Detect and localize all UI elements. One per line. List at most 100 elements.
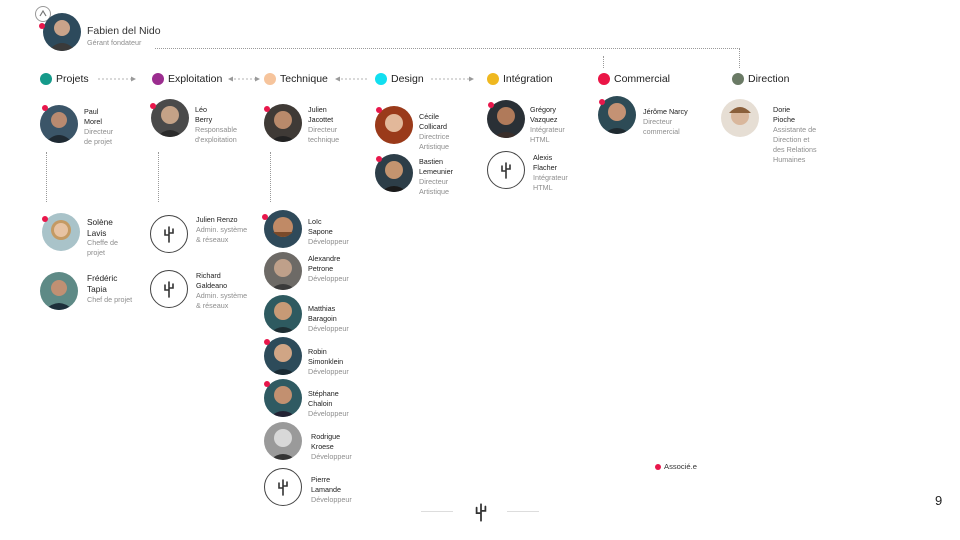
person-role: Développeur xyxy=(311,452,352,461)
person-name: Loïc Sapone xyxy=(308,217,333,236)
leo-avatar xyxy=(151,99,189,137)
connector-commercial xyxy=(603,56,604,68)
jerome-avatar xyxy=(598,96,636,134)
person-name: Rodrigue Kroese xyxy=(311,432,341,451)
design-dot-icon xyxy=(375,73,387,85)
person-role: Responsable d'exploitation xyxy=(195,125,237,144)
person-role: Développeur xyxy=(311,495,352,504)
person-name: Stéphane Chaloin xyxy=(308,389,339,408)
placeholder-avatar xyxy=(487,151,525,189)
person-name: Bastien Lemeunier xyxy=(419,157,453,176)
person-name: Jérôme Narcy xyxy=(643,107,688,116)
cactus-icon xyxy=(475,503,487,522)
dept-technique: Technique xyxy=(264,73,328,85)
dept-label: Intégration xyxy=(503,73,553,85)
dept-label: Projets xyxy=(56,73,89,85)
dorie-avatar xyxy=(721,99,759,137)
technique-dot-icon xyxy=(264,73,276,85)
solene-avatar xyxy=(42,213,80,251)
paul-avatar xyxy=(40,105,78,143)
dept-label: Commercial xyxy=(614,73,671,85)
exploitation-line xyxy=(158,152,159,202)
connector-direction xyxy=(739,48,740,68)
person-name: Dorie Pioche xyxy=(773,105,795,124)
dept-commercial: Commercial xyxy=(598,73,670,85)
partner-dot-icon xyxy=(150,103,156,109)
matthias-avatar xyxy=(264,295,302,333)
dept-label: Exploitation xyxy=(168,73,223,85)
ceo-avatar xyxy=(43,13,81,51)
ceo-name: Fabien del Nido xyxy=(87,25,161,37)
dept-direction: Direction xyxy=(732,73,789,85)
partner-dot-icon xyxy=(599,99,605,105)
robin-avatar xyxy=(264,337,302,375)
partner-dot-icon xyxy=(42,216,48,222)
person-role: Directrice Artistique xyxy=(419,132,450,151)
person-name: Julien Renzo xyxy=(196,215,238,224)
dept-projets: Projets xyxy=(40,73,89,85)
projets-line xyxy=(46,152,47,202)
person-role: Directeur de projet xyxy=(84,127,114,146)
footer-rule-right xyxy=(507,511,539,512)
ceo-connector xyxy=(155,48,740,49)
dept-exploitation: Exploitation xyxy=(152,73,222,85)
loic-avatar xyxy=(264,210,302,248)
partner-dot-icon xyxy=(262,214,268,220)
cactus-icon xyxy=(164,281,174,298)
frederic-avatar xyxy=(40,272,78,310)
cactus-icon xyxy=(501,162,511,179)
footer-rule-left xyxy=(421,511,453,512)
person-role: Intégrateur HTML xyxy=(533,173,568,192)
partner-dot-icon xyxy=(655,464,661,470)
person-role: Assistante de Direction et des Relations… xyxy=(773,125,817,164)
integration-dot-icon xyxy=(487,73,499,85)
person-role: Directeur technique xyxy=(308,125,340,144)
person-name: Solène Lavis xyxy=(87,217,113,238)
alexandre-avatar xyxy=(264,252,302,290)
person-role: Développeur xyxy=(308,237,349,246)
partner-dot-icon xyxy=(264,381,270,387)
legend-label: Associé.e xyxy=(664,462,697,471)
person-name: Pierre Lamande xyxy=(311,475,341,494)
dept-design: Design xyxy=(375,73,424,85)
direction-dot-icon xyxy=(732,73,744,85)
person-name: Robin Simonklein xyxy=(308,347,344,366)
projets-dot-icon xyxy=(40,73,52,85)
person-role: Intégrateur HTML xyxy=(530,125,565,144)
cactus-icon xyxy=(164,226,174,243)
person-name: Matthias Baragoin xyxy=(308,304,337,323)
julien-jacottet-avatar xyxy=(264,104,302,142)
person-role: Cheffe de projet xyxy=(87,238,119,257)
person-role: Développeur xyxy=(308,367,349,376)
dept-label: Design xyxy=(391,73,424,85)
person-role: Directeur commercial xyxy=(643,117,680,136)
person-role: Développeur xyxy=(308,274,349,283)
person-name: Alexandre Petrone xyxy=(308,254,341,273)
person-role: Chef de projet xyxy=(87,295,133,304)
placeholder-avatar xyxy=(150,270,188,308)
rodrigue-avatar xyxy=(264,422,302,460)
dept-label: Technique xyxy=(280,73,328,85)
placeholder-avatar xyxy=(150,215,188,253)
dept-integration: Intégration xyxy=(487,73,553,85)
partner-dot-icon xyxy=(42,105,48,111)
badge-icon xyxy=(35,6,51,22)
person-name: Léo Berry xyxy=(195,105,213,124)
partner-dot-icon xyxy=(39,23,45,29)
placeholder-avatar xyxy=(264,468,302,506)
person-role: Développeur xyxy=(308,409,349,418)
partner-dot-icon xyxy=(264,339,270,345)
person-role: Développeur xyxy=(308,324,349,333)
person-role: Admin. système & réseaux xyxy=(196,291,248,310)
exploitation-dot-icon xyxy=(152,73,164,85)
commercial-dot-icon xyxy=(598,73,610,85)
person-name: Richard Galdeano xyxy=(196,271,228,290)
person-role: Directeur Artistique xyxy=(419,177,449,196)
page-number: 9 xyxy=(935,493,943,508)
partner-dot-icon xyxy=(488,102,494,108)
person-name: Alexis Flacher xyxy=(533,153,557,172)
person-name: Frédéric Tapia xyxy=(87,273,118,294)
technique-line xyxy=(270,152,271,202)
partner-dot-icon xyxy=(264,106,270,112)
dept-arrows xyxy=(98,76,474,82)
